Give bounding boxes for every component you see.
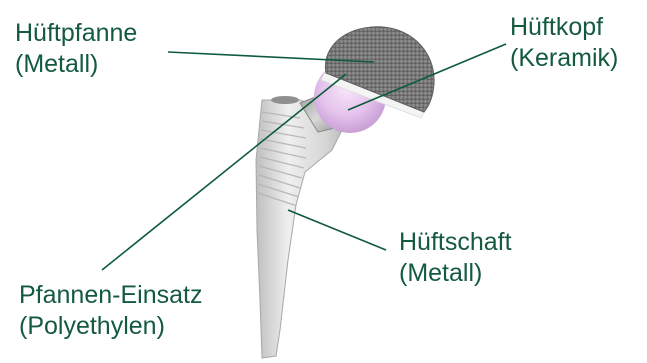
label-femoral-head: Hüftkopf (Keramik) bbox=[510, 12, 618, 74]
label-liner-name: Pfannen-Einsatz bbox=[19, 280, 202, 311]
label-head-material: (Keramik) bbox=[510, 43, 618, 74]
leader-line-stem bbox=[288, 210, 386, 250]
label-cup-material: (Metall) bbox=[15, 49, 137, 80]
label-stem-name: Hüftschaft bbox=[399, 227, 512, 258]
label-acetabular-cup: Hüftpfanne (Metall) bbox=[15, 18, 137, 80]
leader-line-liner bbox=[102, 74, 346, 270]
label-liner-material: (Polyethylen) bbox=[19, 311, 202, 342]
label-hip-stem: Hüftschaft (Metall) bbox=[399, 227, 512, 289]
label-stem-material: (Metall) bbox=[399, 258, 512, 289]
label-head-name: Hüftkopf bbox=[510, 12, 618, 43]
label-liner: Pfannen-Einsatz (Polyethylen) bbox=[19, 280, 202, 342]
label-cup-name: Hüftpfanne bbox=[15, 18, 137, 49]
